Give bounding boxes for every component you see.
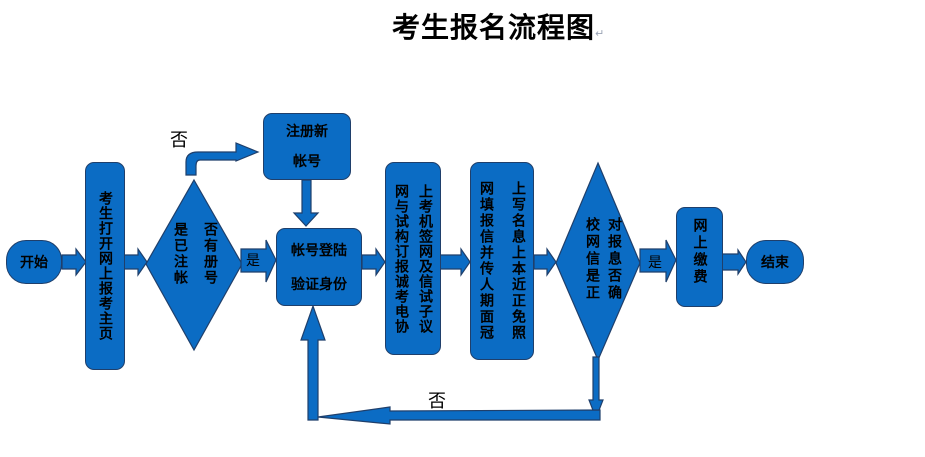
decision-check-col2: 对报息否确 <box>606 217 622 302</box>
arrow-fill-to-check <box>533 247 557 277</box>
paragraph-mark: ↵ <box>595 27 606 40</box>
agreement-col1: 网与试构订报诚考电协 <box>393 183 409 334</box>
register-node: 注册新 帐号 <box>263 113 351 180</box>
login-label-line2: 验证身份 <box>291 277 347 293</box>
arrow-open-to-diamond <box>123 247 148 277</box>
decision-registered-col2: 否有册号 <box>202 222 218 286</box>
fill-info-node: 上写名息上本近正免照 网填报信并传人期面冠 <box>470 162 534 360</box>
register-label-line1: 注册新 <box>286 123 328 140</box>
start-label: 开始 <box>20 255 48 271</box>
end-label: 结束 <box>761 255 789 271</box>
label-yes-2-text: 是 <box>648 255 662 271</box>
arrow-start-to-open <box>61 247 87 277</box>
arrow-agreement-to-fill <box>439 247 471 277</box>
label-no-bottom-text: 否 <box>428 391 446 412</box>
pay-label: 网上缴费 <box>691 218 708 286</box>
arrow-return-up <box>300 304 326 421</box>
arrow-register-to-login <box>292 179 320 227</box>
open-page-label: 考生打开网上报考主页 <box>97 191 113 341</box>
label-yes-2: 是 <box>648 252 662 272</box>
label-no-top: 否 <box>170 126 188 152</box>
agreement-node: 上考机签网及信试子议 网与试构订报诚考电协 <box>385 162 441 355</box>
arrow-no-to-register <box>185 142 260 176</box>
login-node: 帐号登陆 验证身份 <box>276 228 362 306</box>
decision-registered: 否有册号 是已注帐 <box>170 222 220 286</box>
label-yes-1-text: 是 <box>246 253 260 269</box>
register-label-line2: 帐号 <box>293 153 321 170</box>
page-title: 考生报名流程图↵ <box>392 6 605 46</box>
label-yes-1: 是 <box>246 250 260 270</box>
decision-registered-shape <box>145 178 243 352</box>
arrow-pay-to-end <box>721 248 747 276</box>
end-node: 结束 <box>746 240 804 284</box>
arrow-return-left <box>317 406 601 425</box>
pay-node: 网上缴费 <box>676 207 723 307</box>
decision-check-col1: 校网信是正 <box>584 217 600 302</box>
start-node: 开始 <box>6 240 62 284</box>
decision-check: 对报息否确 校网信是正 <box>582 217 624 302</box>
label-no-bottom: 否 <box>428 387 446 413</box>
fill-info-col1: 网填报信并传人期面冠 <box>478 181 494 341</box>
agreement-col2: 上考机签网及信试子议 <box>417 183 433 334</box>
open-page-node: 考生打开网上报考主页 <box>85 162 125 370</box>
decision-registered-col1: 是已注帐 <box>172 222 188 286</box>
fill-info-col2: 上写名息上本近正免照 <box>510 181 526 341</box>
arrow-login-to-agreement <box>361 247 386 277</box>
arrow-return-down <box>588 356 604 420</box>
arrow-yes-to-login <box>240 239 277 283</box>
label-no-top-text: 否 <box>170 130 188 151</box>
arrow-yes-to-pay <box>639 239 677 283</box>
login-label-line1: 帐号登陆 <box>291 243 347 259</box>
title-text: 考生报名流程图 <box>392 11 596 44</box>
